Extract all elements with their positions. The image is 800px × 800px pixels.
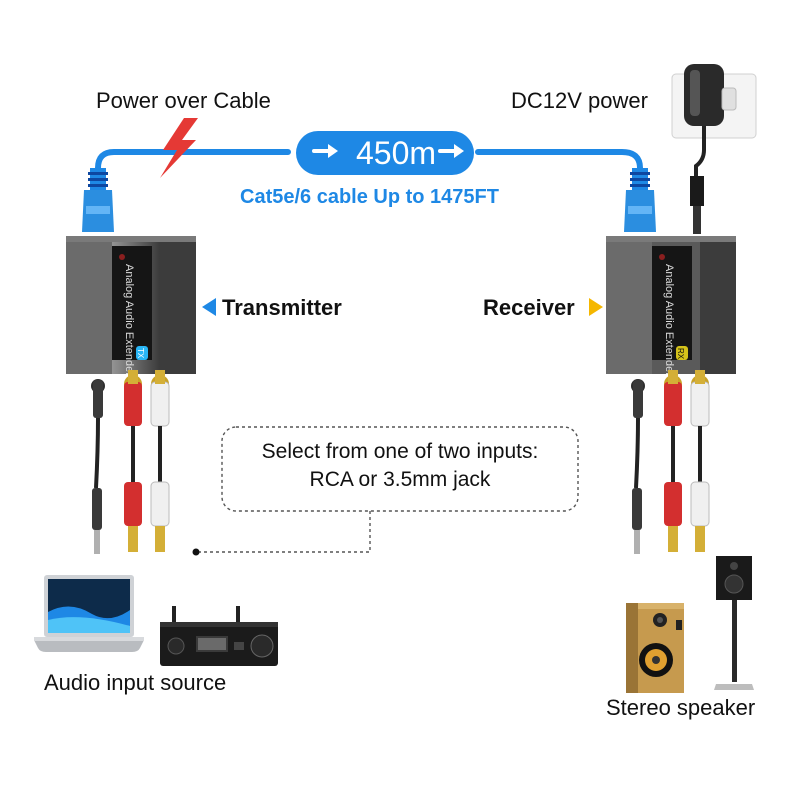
- tx-cables: [92, 370, 170, 554]
- transmitter-box: Analog Audio Extender TX: [66, 236, 196, 393]
- note-callout: [192, 426, 579, 556]
- network-cable: [95, 149, 643, 201]
- rx-arrow-icon: [589, 298, 603, 316]
- cable-spec-label: Cat5e/6 cable Up to 1475FT: [240, 186, 499, 208]
- bookshelf-speaker-icon: [626, 603, 684, 693]
- transmitter-label: Transmitter: [222, 295, 342, 320]
- arrow-right-icon: [312, 144, 338, 158]
- power-adapter-icon: [671, 64, 757, 234]
- rj45-connector-left: [82, 168, 114, 232]
- distance-label: 450m: [355, 135, 437, 171]
- lightning-icon: [160, 118, 198, 178]
- dc-power-label: DC12V power: [511, 88, 648, 113]
- device-name: Analog Audio Extender: [123, 264, 135, 376]
- note-line-1: Select from one of two inputs:: [261, 440, 539, 463]
- av-receiver-icon: [160, 606, 278, 666]
- laptop-icon: [34, 575, 144, 652]
- arrow-right-icon: [438, 144, 464, 158]
- note-line-2: RCA or 3.5mm jack: [309, 468, 491, 491]
- rx-badge: RX: [676, 348, 685, 360]
- audio-source-label: Audio input source: [44, 670, 227, 695]
- receiver-box: Analog Audio Extender RX: [606, 236, 736, 393]
- rx-cables: [632, 370, 710, 554]
- rj45-connector-right: [624, 168, 656, 232]
- power-over-cable-label: Power over Cable: [96, 88, 271, 113]
- stereo-speaker-label: Stereo speaker: [606, 695, 756, 720]
- receiver-label: Receiver: [483, 295, 575, 320]
- distance-pill: [296, 131, 474, 175]
- tx-badge: TX: [136, 348, 145, 359]
- device-name: Analog Audio Extender: [663, 264, 675, 376]
- tx-arrow-icon: [202, 298, 216, 316]
- stand-speaker-icon: [714, 556, 754, 690]
